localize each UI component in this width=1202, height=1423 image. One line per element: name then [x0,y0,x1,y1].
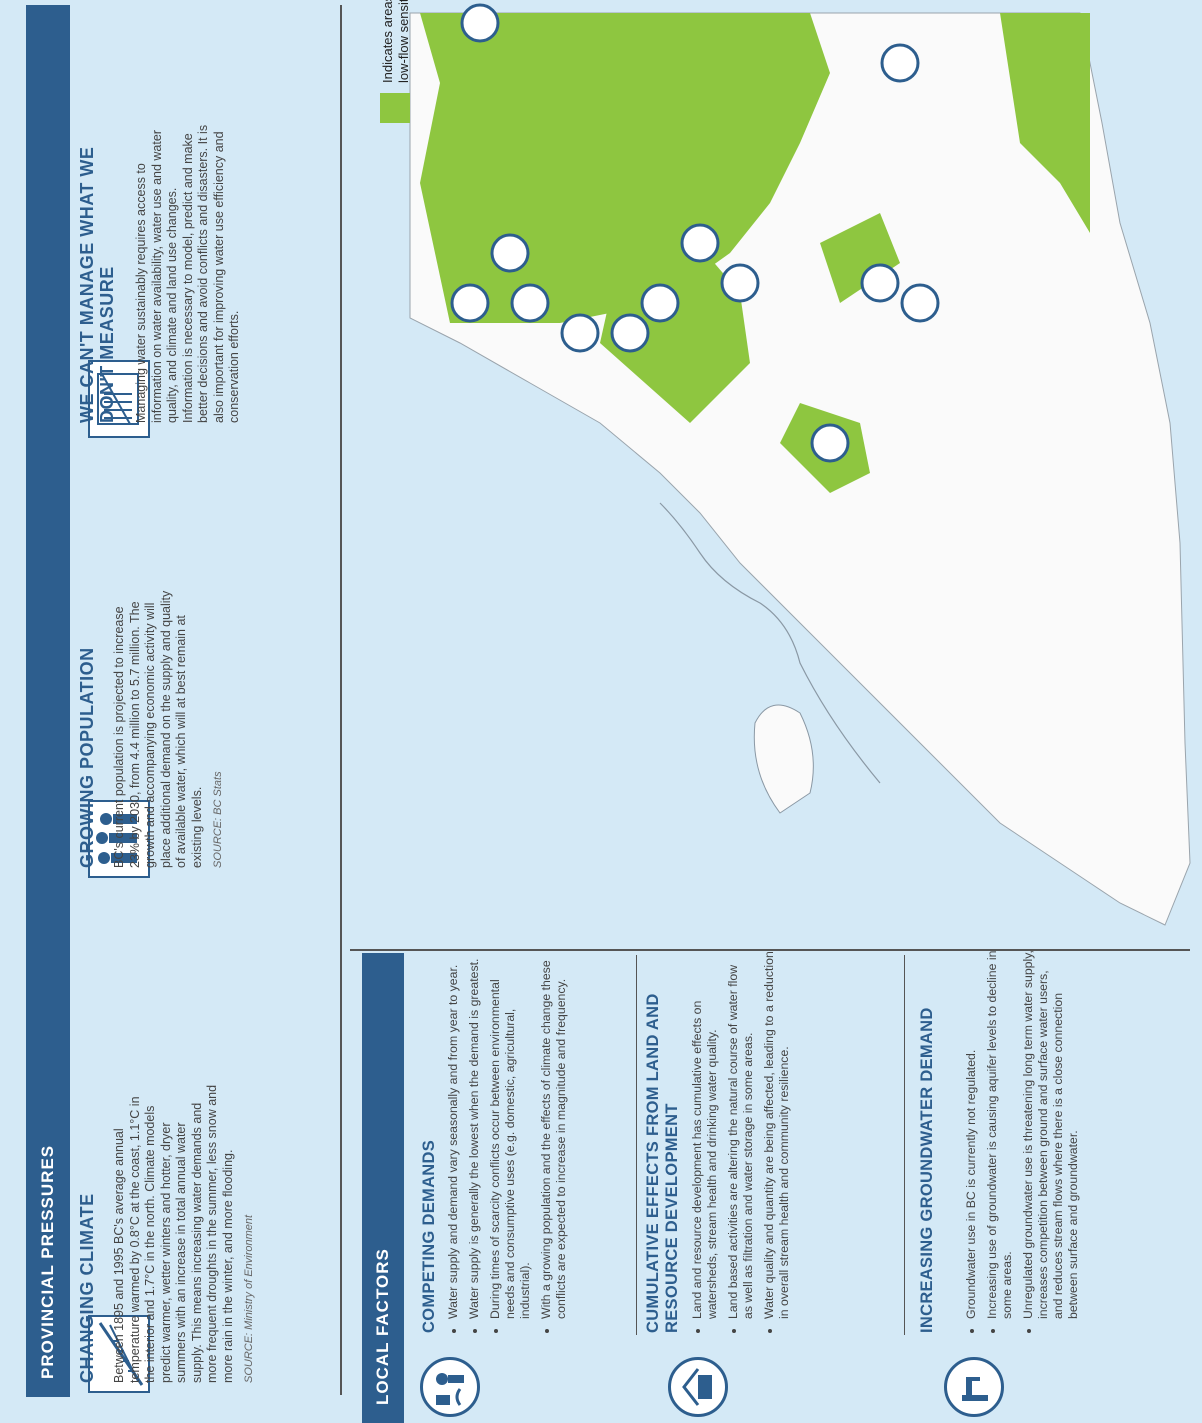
lowflow-area [820,213,900,303]
factor-divider [636,955,637,1335]
competing-demands-icon [680,223,720,263]
list-item: Increasing use of groundwater is causing… [985,949,1015,1319]
factor-divider [904,955,905,1335]
section-divider [340,5,342,1395]
groundwater-title: INCREASING GROUNDWATER DEMAND [918,1007,936,1333]
column-divider [350,949,1190,951]
growing-population-title: GROWING POPULATION [77,647,97,868]
tap-icon [510,283,550,323]
lowflow-area [1000,13,1090,233]
tap-icon [490,233,530,273]
list-item: During times of scarcity conflicts occur… [488,949,533,1319]
growing-population-text: BC's current population is projected to … [112,578,227,868]
development-icon [450,283,490,323]
tap-icon [640,283,680,323]
measure-title: WE CAN'T MANAGE WHAT WE DON'T MEASURE [77,146,117,423]
competing-demands-icon [420,1357,480,1417]
provincial-pressures-header: PROVINCIAL PRESSURES [26,5,70,1397]
coastline [659,502,881,784]
development-icon [880,43,920,83]
competing-demands-title: COMPETING DEMANDS [420,1139,438,1333]
gauge-icon [88,360,150,438]
measure-text: Managing water sustainably requires acce… [134,124,241,423]
coast-island [753,704,814,814]
list-item: Groundwater use in BC is currently not r… [964,949,979,1319]
list-item: Unregulated groundwater use is threateni… [1021,949,1081,1319]
growing-population-body: BC's current population is projected to … [112,590,204,868]
growing-population-source: SOURCE: BC Stats [212,771,224,868]
thermometer-icon [88,1315,150,1393]
development-icon [720,263,760,303]
changing-climate-text: Between 1895 and 1995 BC's average annua… [112,1083,258,1383]
people-icon [88,800,150,878]
legend-text: Indicates areas of natural summer low-fl… [380,0,411,83]
list-item: Water quality and quantity are being aff… [762,949,792,1319]
tap-icon [944,1357,1004,1417]
changing-climate-source: SOURCE: Ministry of Environment [243,1214,255,1383]
cumulative-effects-list: Land and resource development has cumula… [690,949,798,1333]
map-icons [450,3,940,463]
development-icon [460,3,500,43]
list-item: Land based activities are altering the n… [726,949,756,1319]
local-factors-header: LOCAL FACTORS [362,953,404,1423]
list-item: Land and resource development has cumula… [690,949,720,1319]
groundwater-list: Groundwater use in BC is currently not r… [964,949,1087,1333]
cumulative-effects-title: CUMULATIVE EFFECTS FROM LAND AND RESOURC… [644,993,681,1333]
competing-demands-list: Water supply and demand vary seasonally … [446,949,575,1333]
changing-climate-title: CHANGING CLIMATE [77,1193,97,1383]
list-item: Water supply and demand vary seasonally … [446,949,461,1319]
list-item: With a growing population and the effect… [539,949,569,1319]
development-icon [610,313,650,353]
legend-swatch [380,93,410,123]
competing-demands-icon [560,313,600,353]
tap-icon [860,263,900,303]
bc-map [409,3,1191,926]
development-icon [900,283,940,323]
changing-climate-body: Between 1895 and 1995 BC's average annua… [112,1084,235,1383]
list-item: Water supply is generally the lowest whe… [467,949,482,1319]
competing-demands-icon [810,423,850,463]
development-icon [668,1357,728,1417]
